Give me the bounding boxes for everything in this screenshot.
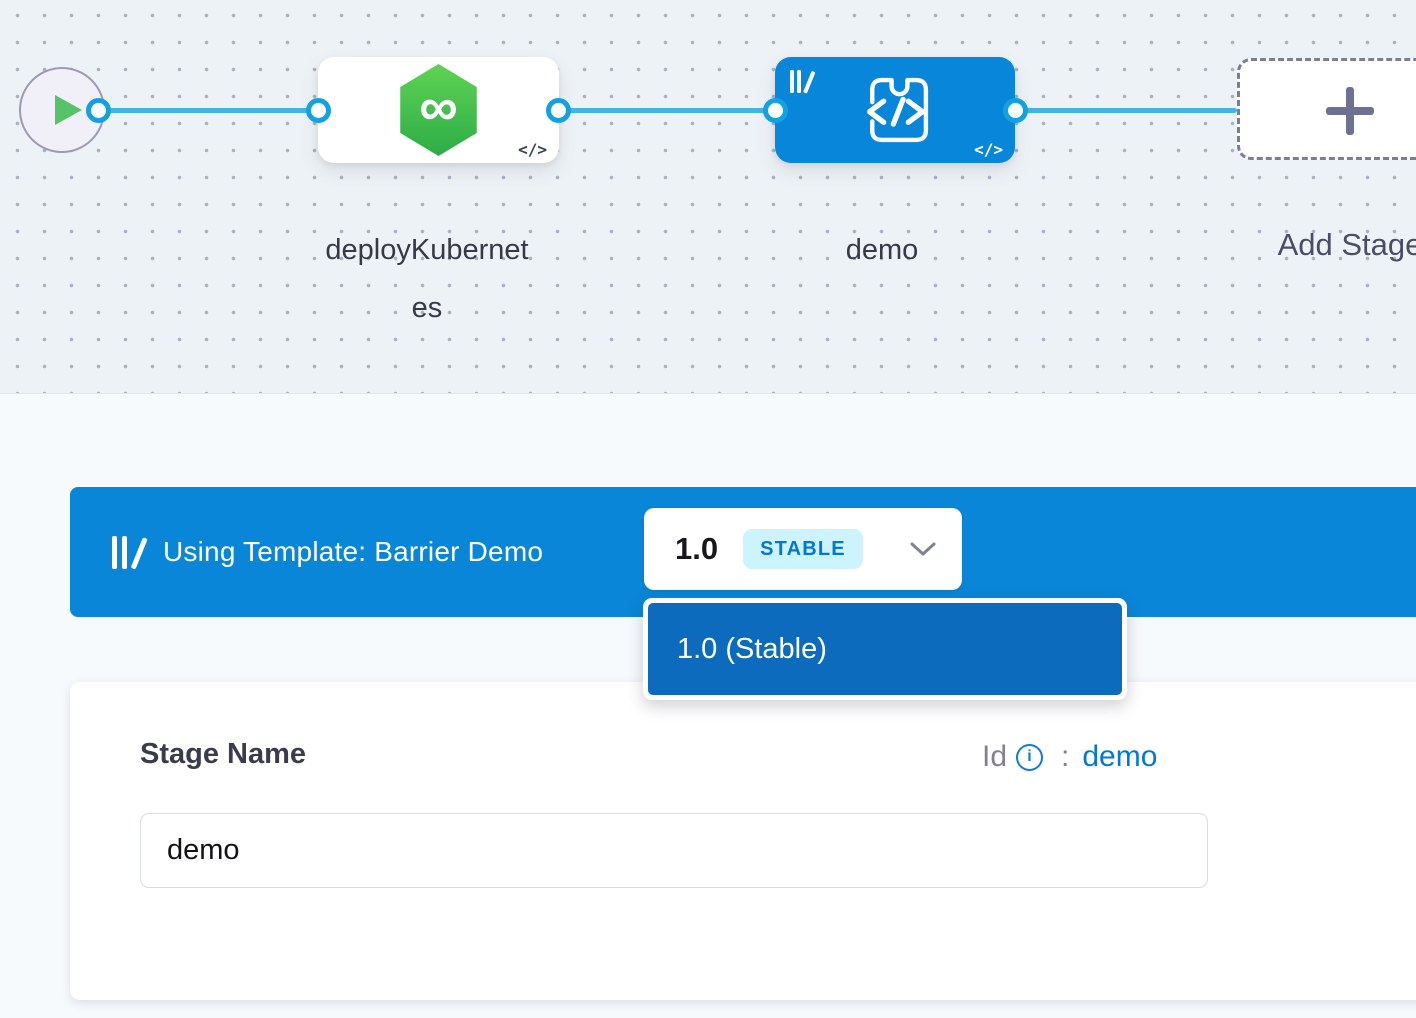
stage-name-label: Stage Name bbox=[140, 738, 307, 770]
stable-badge: STABLE bbox=[743, 529, 863, 569]
edge-deploy-to-demo bbox=[558, 108, 775, 113]
deployment-stage-icon: ∞ bbox=[400, 64, 477, 156]
id-separator: : bbox=[1061, 740, 1070, 773]
stage-id-row: Id i : demo bbox=[982, 740, 1157, 774]
plus-icon bbox=[1326, 87, 1374, 135]
stage-node-demo[interactable]: </> bbox=[775, 57, 1015, 163]
port-start-out[interactable] bbox=[85, 97, 111, 123]
code-toggle-icon[interactable]: </> bbox=[974, 140, 1003, 159]
id-label: Id bbox=[982, 740, 1008, 773]
chevron-down-icon bbox=[910, 542, 936, 555]
play-icon bbox=[55, 95, 82, 125]
template-banner-label: Using Template: Barrier Demo bbox=[163, 536, 544, 567]
edge-demo-to-addstage bbox=[1015, 108, 1237, 113]
infinity-glyph: ∞ bbox=[419, 77, 458, 137]
edge-start-to-deploy bbox=[98, 108, 318, 113]
template-library-icon bbox=[790, 70, 815, 94]
stage-id-link[interactable]: demo bbox=[1082, 740, 1158, 773]
add-stage-label: Add Stage bbox=[1277, 227, 1416, 262]
code-toggle-icon[interactable]: </> bbox=[518, 140, 547, 159]
port-deploy-in[interactable] bbox=[305, 97, 331, 123]
template-version-selector[interactable]: 1.0 STABLE bbox=[644, 508, 962, 590]
version-option-label: 1.0 (Stable) bbox=[677, 632, 827, 665]
stage-label-demo: demo bbox=[845, 234, 919, 266]
pipeline-canvas[interactable]: ∞ </> </> deployKubernetes demo Add bbox=[0, 0, 1416, 394]
stage-overview-card: Stage Name Id i : demo bbox=[70, 682, 1416, 1000]
port-demo-in[interactable] bbox=[762, 97, 788, 123]
stage-node-deploykubernetes[interactable]: ∞ </> bbox=[318, 57, 559, 163]
port-demo-out[interactable] bbox=[1002, 97, 1028, 123]
version-option-1-0-stable[interactable]: 1.0 (Stable) bbox=[648, 603, 1122, 695]
port-deploy-out[interactable] bbox=[545, 97, 571, 123]
version-value: 1.0 bbox=[675, 531, 719, 566]
info-icon[interactable]: i bbox=[1016, 743, 1044, 771]
template-library-icon bbox=[112, 535, 148, 570]
custom-stage-icon bbox=[866, 77, 929, 143]
add-stage-button[interactable] bbox=[1237, 58, 1416, 160]
stage-name-input[interactable] bbox=[140, 813, 1208, 888]
stage-label-deploykubernetes: deployKubernetes bbox=[325, 234, 529, 324]
template-banner: Using Template: Barrier Demo 1.0 STABLE bbox=[70, 487, 1416, 617]
version-dropdown-menu: 1.0 (Stable) bbox=[643, 598, 1127, 700]
